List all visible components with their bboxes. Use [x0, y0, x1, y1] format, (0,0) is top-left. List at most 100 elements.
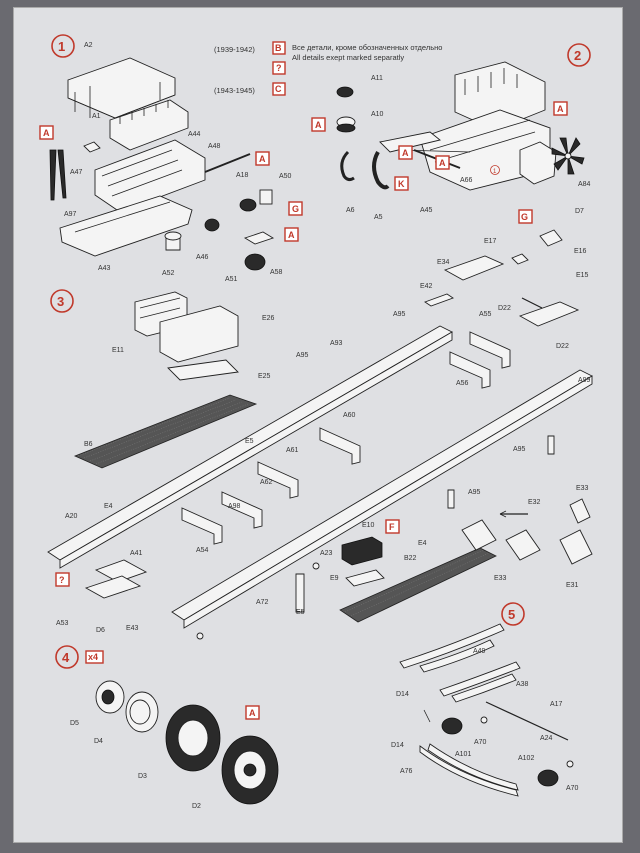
svg-text:(1939-1942): (1939-1942)	[214, 45, 255, 54]
svg-text:D6: D6	[96, 627, 105, 634]
svg-text:E33: E33	[576, 485, 589, 492]
svg-text:D4: D4	[94, 738, 103, 745]
svg-text:A10: A10	[371, 111, 384, 118]
svg-text:A18: A18	[236, 172, 249, 179]
svg-text:K: K	[398, 179, 405, 189]
svg-text:E4: E4	[104, 503, 113, 510]
svg-text:A52: A52	[162, 270, 175, 277]
svg-text:E26: E26	[262, 315, 275, 322]
svg-text:A84: A84	[578, 181, 591, 188]
svg-text:G: G	[521, 212, 528, 222]
legend: (1939-1942) B Все детали, кроме обозначе…	[214, 41, 442, 96]
step-4-material-marks: x4 A	[85, 650, 260, 720]
svg-text:C: C	[275, 84, 282, 94]
svg-text:E4: E4	[418, 540, 427, 547]
svg-text:A95: A95	[513, 446, 526, 453]
svg-text:Все детали, кроме обозначенных: Все детали, кроме обозначенных отдельно	[292, 43, 442, 52]
svg-text:1: 1	[493, 169, 497, 175]
svg-text:?: ?	[276, 63, 282, 73]
svg-text:B: B	[275, 43, 282, 53]
svg-text:A99: A99	[578, 377, 591, 384]
svg-text:A47: A47	[70, 169, 83, 176]
svg-text:D22: D22	[556, 343, 569, 350]
svg-text:A5: A5	[374, 214, 383, 221]
svg-text:A: A	[249, 708, 256, 718]
svg-text:E32: E32	[528, 499, 541, 506]
step-3-labels: E11 E26 E25 B6 E4 E5 A93 A95 A60 A61 A62…	[56, 208, 591, 634]
svg-text:A: A	[557, 104, 564, 114]
svg-text:A95: A95	[468, 489, 481, 496]
step-2-labels: A11 A10 A6 A5 A45 A66 A84	[346, 75, 591, 221]
svg-text:A97: A97	[64, 211, 77, 218]
step-4-labels: D5 D4 D3 D2	[70, 720, 201, 810]
svg-text:B22: B22	[404, 555, 417, 562]
svg-text:A54: A54	[196, 547, 209, 554]
svg-text:A58: A58	[270, 269, 283, 276]
step-1-engine	[49, 57, 275, 271]
svg-text:A1: A1	[92, 113, 101, 120]
svg-text:D14: D14	[391, 742, 404, 749]
svg-text:A41: A41	[130, 550, 143, 557]
svg-text:B6: B6	[84, 441, 93, 448]
svg-text:A60: A60	[343, 412, 356, 419]
svg-text:A: A	[43, 128, 50, 138]
svg-text:E43: E43	[126, 625, 139, 632]
svg-text:E34: E34	[437, 259, 450, 266]
svg-text:5: 5	[508, 607, 515, 622]
svg-text:A: A	[402, 148, 409, 158]
svg-text:A2: A2	[84, 42, 93, 49]
svg-text:A101: A101	[455, 751, 471, 758]
svg-text:All details exept marked separ: All details exept marked separatly	[292, 53, 404, 62]
svg-text:(1943-1945): (1943-1945)	[214, 86, 255, 95]
svg-text:A46: A46	[196, 254, 209, 261]
svg-text:A93: A93	[330, 340, 343, 347]
svg-text:A72: A72	[256, 599, 269, 606]
svg-text:?: ?	[59, 575, 65, 585]
svg-text:A45: A45	[420, 207, 433, 214]
svg-text:A44: A44	[188, 131, 201, 138]
svg-text:A51: A51	[225, 276, 238, 283]
step-2-material-marks: A A K A A	[311, 101, 568, 191]
svg-text:A95: A95	[296, 352, 309, 359]
svg-text:A61: A61	[286, 447, 299, 454]
svg-text:A38: A38	[516, 681, 529, 688]
svg-text:A102: A102	[518, 755, 534, 762]
svg-text:A: A	[439, 158, 446, 168]
svg-text:E15: E15	[576, 272, 589, 279]
step-4-marker: 4	[55, 645, 79, 669]
svg-text:A62: A62	[260, 479, 273, 486]
svg-text:E42: E42	[420, 283, 433, 290]
svg-text:A20: A20	[65, 513, 78, 520]
svg-text:A76: A76	[400, 768, 413, 775]
svg-text:A24: A24	[540, 735, 553, 742]
step-2-marker: 2	[567, 43, 591, 67]
svg-text:E17: E17	[484, 238, 497, 245]
svg-text:D5: D5	[70, 720, 79, 727]
svg-text:A70: A70	[566, 785, 579, 792]
step-3-material-marks: ? F G	[55, 209, 533, 587]
svg-text:3: 3	[57, 294, 64, 309]
svg-text:E10: E10	[362, 522, 375, 529]
svg-text:A: A	[315, 120, 322, 130]
svg-text:A: A	[288, 230, 295, 240]
svg-text:A43: A43	[98, 265, 111, 272]
step-3-frame	[47, 229, 593, 640]
svg-text:A48: A48	[208, 143, 221, 150]
step-1-labels: A2 A1 A44 A48 A18 A50 A47 A97 A43 A52 A4…	[64, 42, 292, 283]
svg-text:A6: A6	[346, 207, 355, 214]
step-5-labels: D14 A49 A38 A17 D14 A70 A101 A24 A102 A7…	[391, 648, 579, 792]
svg-text:E5: E5	[245, 438, 254, 445]
svg-text:A56: A56	[456, 380, 469, 387]
svg-text:4: 4	[62, 650, 70, 665]
svg-text:E9: E9	[330, 575, 339, 582]
step-4-wheels	[95, 680, 279, 805]
svg-text:G: G	[292, 204, 299, 214]
svg-text:D22: D22	[498, 305, 511, 312]
svg-text:A95: A95	[393, 311, 406, 318]
svg-text:D2: D2	[192, 803, 201, 810]
svg-text:E11: E11	[112, 347, 124, 354]
svg-text:A66: A66	[460, 177, 473, 184]
step-2-engine: 1	[336, 61, 585, 191]
svg-text:E33: E33	[494, 575, 507, 582]
svg-text:E5: E5	[296, 609, 305, 616]
